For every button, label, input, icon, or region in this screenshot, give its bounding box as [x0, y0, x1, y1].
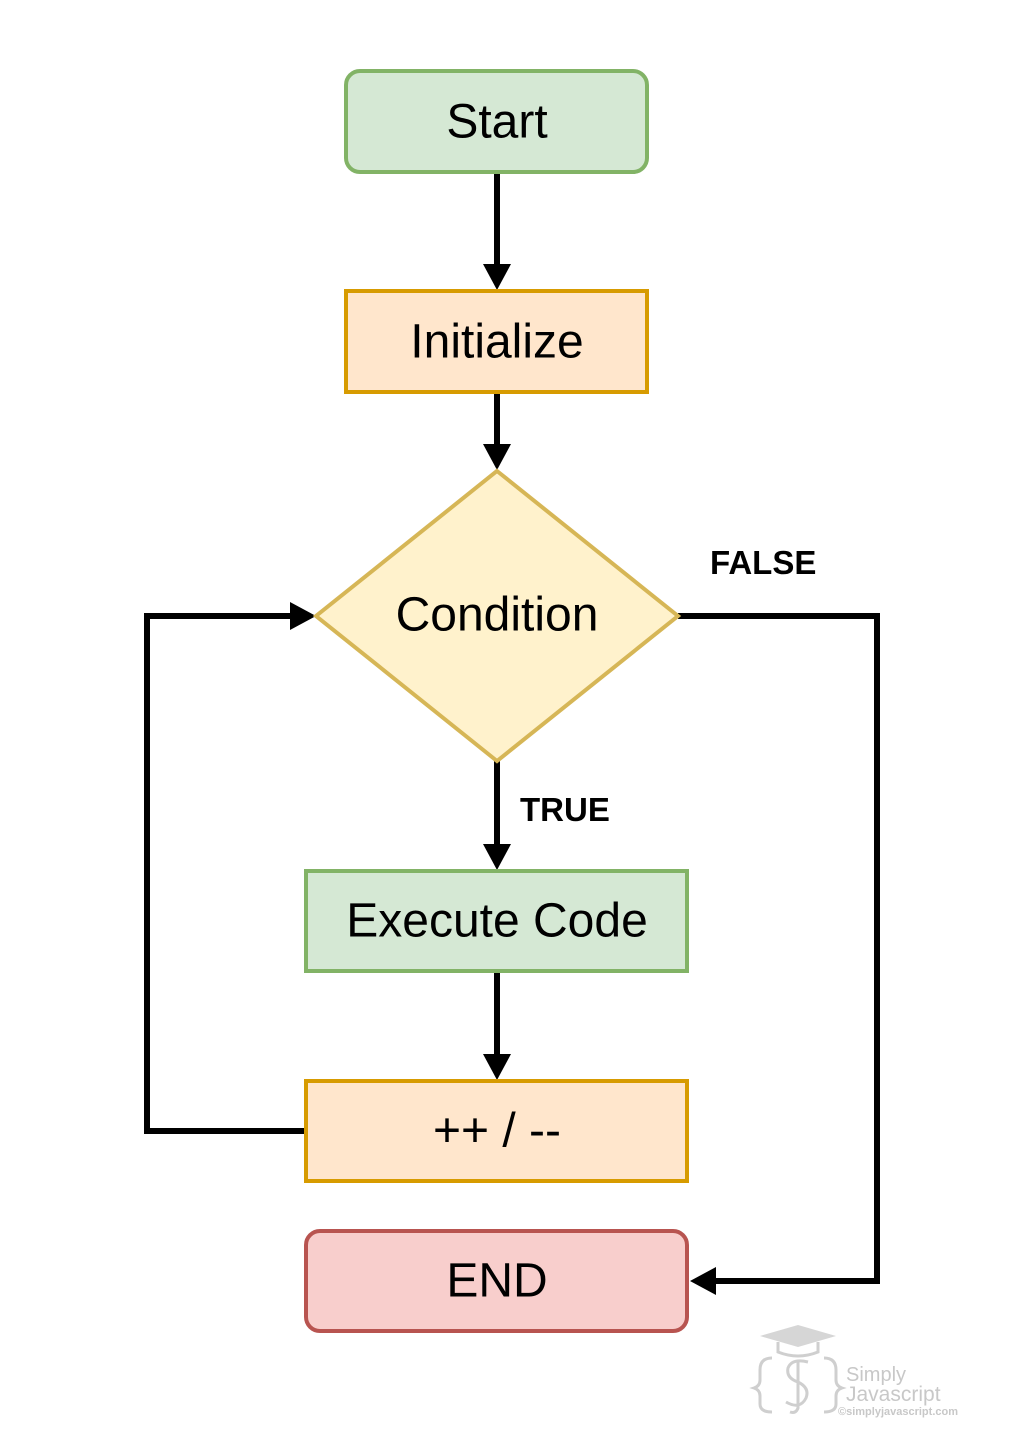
edge-condition-to-end: FALSE [678, 544, 880, 1295]
edge-increment-to-condition [144, 602, 316, 1134]
watermark-site: ©simplyjavascript.com [838, 1406, 958, 1418]
execute-code-label: Execute Code [346, 895, 648, 948]
watermark-line2: Javascript [846, 1383, 941, 1406]
condition-node: Condition [312, 468, 682, 764]
initialize-label: Initialize [410, 316, 583, 369]
arrowhead [483, 264, 511, 290]
simply-javascript-watermark: Simply Javascript ©simplyjavascript.com [749, 1325, 958, 1418]
start-label: Start [446, 96, 547, 149]
arrowhead [483, 444, 511, 470]
graduation-cap-js-logo-icon [749, 1325, 847, 1414]
watermark-line1: Simply [846, 1364, 906, 1386]
execute-code-node: Execute Code [304, 869, 689, 973]
arrowhead [690, 1267, 716, 1295]
end-label: END [446, 1255, 547, 1308]
edge-initialize-to-condition [483, 392, 511, 470]
condition-label: Condition [396, 589, 599, 642]
start-node: Start [344, 69, 649, 174]
increment-label: ++ / -- [433, 1105, 561, 1158]
arrowhead [483, 844, 511, 870]
true-label: TRUE [520, 791, 610, 828]
edge-execute-to-increment [483, 971, 511, 1080]
false-label: FALSE [710, 544, 816, 581]
initialize-node: Initialize [344, 289, 649, 394]
arrowhead [290, 602, 316, 630]
arrowhead [483, 1054, 511, 1080]
edge-condition-to-execute: TRUE [483, 761, 610, 870]
end-node: END [304, 1229, 689, 1333]
edge-start-to-initialize [483, 172, 511, 290]
increment-node: ++ / -- [304, 1079, 689, 1183]
